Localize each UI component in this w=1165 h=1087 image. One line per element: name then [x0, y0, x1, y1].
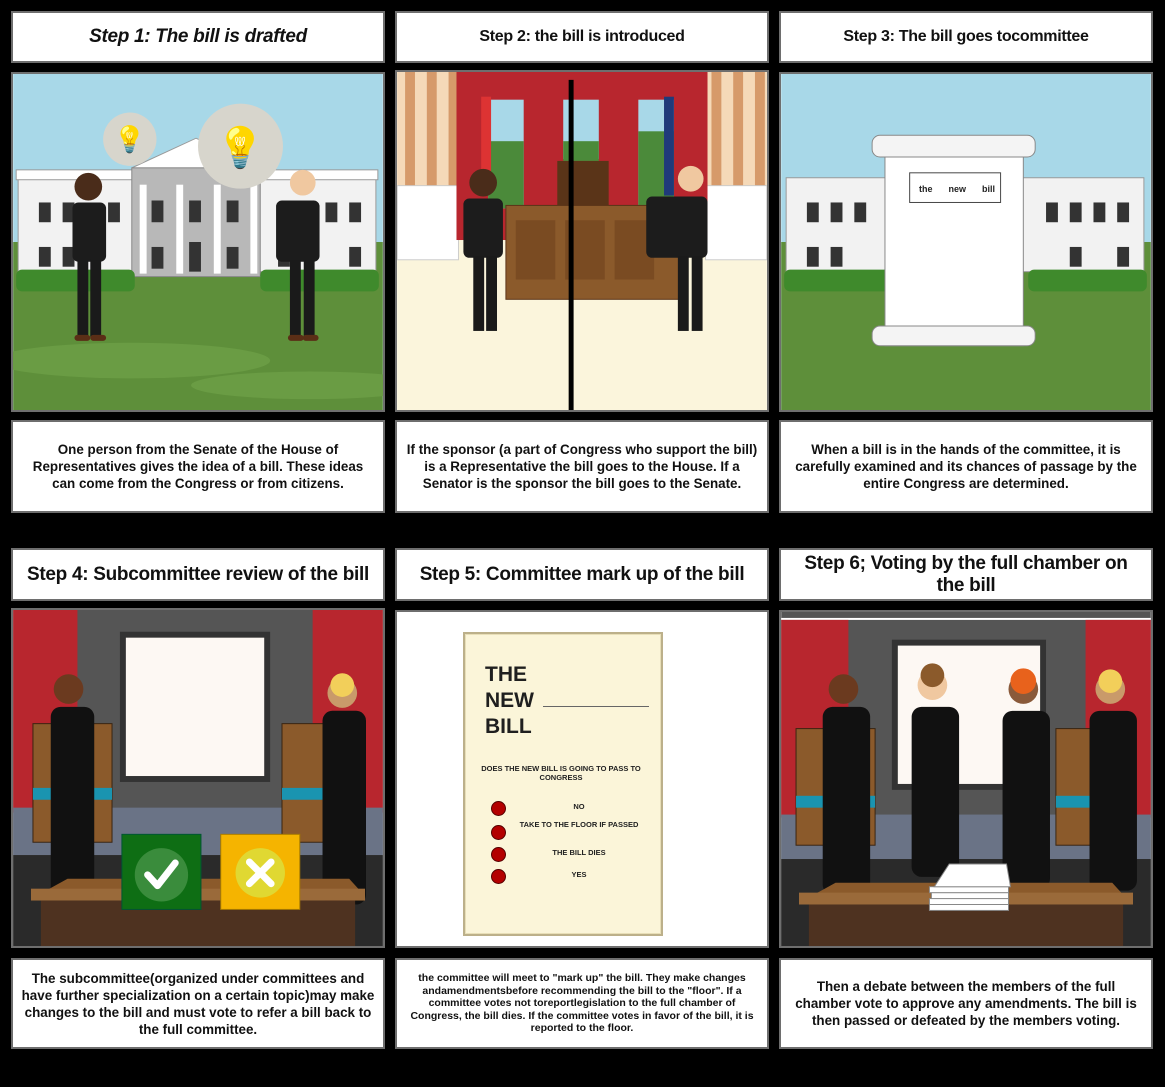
- man-right: [276, 169, 320, 341]
- panel-6-description-text: Then a debate between the members of the…: [795, 979, 1137, 1028]
- signature-line: [543, 706, 649, 707]
- panel-3-description-text: When a bill is in the hands of the commi…: [795, 442, 1137, 491]
- white-house-scroll-illustration: [781, 74, 1151, 410]
- panel-6-title: Step 6; Voting by the full chamber on th…: [779, 548, 1153, 601]
- parchment-document: THE NEW BILL DOES THE NEW BILL IS GOING …: [463, 632, 663, 936]
- panel-5-description-text: the committee will meet to "mark up" the…: [410, 972, 754, 1035]
- panel-1-title-text: Step 1: The bill is drafted: [89, 26, 307, 47]
- panel-4-title-text: Step 4: Subcommittee review of the bill: [27, 563, 369, 585]
- vote-option-no[interactable]: NO: [491, 798, 641, 820]
- vote-option-bill-dies[interactable]: THE BILL DIES: [491, 844, 641, 866]
- panel-5-title: Step 5: Committee mark up of the bill: [395, 548, 769, 601]
- option-label: YES: [571, 870, 587, 879]
- heading-line: THE: [485, 663, 527, 686]
- man-left: [72, 172, 107, 341]
- panel-4-title: Step 4: Subcommittee review of the bill: [11, 548, 385, 601]
- scroll-label: the new bill: [911, 176, 1003, 202]
- radio-icon[interactable]: [491, 801, 506, 816]
- panel-6-title-text: Step 6; Voting by the full chamber on th…: [804, 552, 1128, 596]
- scroll-word: new: [948, 184, 966, 194]
- panel-4-description: The subcommittee(organized under committ…: [11, 958, 385, 1049]
- panel-5-scene: THE NEW BILL DOES THE NEW BILL IS GOING …: [395, 610, 769, 948]
- scroll-word: bill: [981, 184, 995, 194]
- panel-4-scene: [11, 608, 385, 948]
- panel-3-scene: the new bill: [779, 72, 1153, 412]
- panel-1-title: Step 1: The bill is drafted: [11, 11, 385, 63]
- option-label: TAKE TO THE FLOOR IF PASSED: [519, 820, 639, 829]
- panel-2-scene: [395, 70, 769, 412]
- heading-line: NEW: [485, 689, 534, 712]
- vote-options: NO TAKE TO THE FLOOR IF PASSED THE BILL …: [491, 798, 641, 888]
- subcommittee-stage-illustration: [13, 610, 383, 946]
- vote-option-yes[interactable]: YES: [491, 866, 641, 888]
- panel-5-title-text: Step 5: Committee mark up of the bill: [419, 563, 745, 585]
- document-question: DOES THE NEW BILL IS GOING TO PASS TO CO…: [481, 764, 641, 782]
- white-house-lawn-illustration: 💡 💡: [13, 74, 383, 410]
- full-chamber-stage-illustration: [781, 612, 1151, 946]
- option-label: THE BILL DIES: [552, 848, 606, 857]
- radio-icon[interactable]: [491, 847, 506, 862]
- panel-3-title: Step 3: The bill goes tocommittee: [779, 11, 1153, 63]
- panel-3-description: When a bill is in the hands of the commi…: [779, 420, 1153, 513]
- document-heading: THE NEW BILL: [485, 662, 534, 740]
- panel-4-description-text: The subcommittee(organized under committ…: [21, 970, 375, 1037]
- panel-2-title: Step 2: the bill is introduced: [395, 11, 769, 63]
- panel-6-scene: [779, 610, 1153, 948]
- svg-text:💡: 💡: [216, 125, 265, 170]
- scroll-word: the: [918, 184, 933, 194]
- radio-icon[interactable]: [491, 825, 506, 840]
- vote-option-take-to-floor[interactable]: TAKE TO THE FLOOR IF PASSED: [491, 820, 641, 844]
- panel-2-description-text: If the sponsor (a part of Congress who s…: [406, 442, 758, 491]
- panel-3-title-text: Step 3: The bill goes tocommittee: [843, 28, 1089, 45]
- panel-2-title-text: Step 2: the bill is introduced: [479, 28, 685, 45]
- option-label: NO: [573, 802, 585, 811]
- panel-2-description: If the sponsor (a part of Congress who s…: [395, 420, 769, 513]
- panel-5-description: the committee will meet to "mark up" the…: [395, 958, 769, 1049]
- panel-1-scene: 💡 💡: [11, 72, 385, 412]
- panel-1-description-text: One person from the Senate of the House …: [32, 442, 364, 491]
- heading-line: BILL: [485, 715, 532, 738]
- svg-text:💡: 💡: [114, 124, 146, 154]
- oval-office-illustration: [397, 72, 767, 410]
- panel-6-description: Then a debate between the members of the…: [779, 958, 1153, 1049]
- radio-icon[interactable]: [491, 869, 506, 884]
- panel-1-description: One person from the Senate of the House …: [11, 420, 385, 513]
